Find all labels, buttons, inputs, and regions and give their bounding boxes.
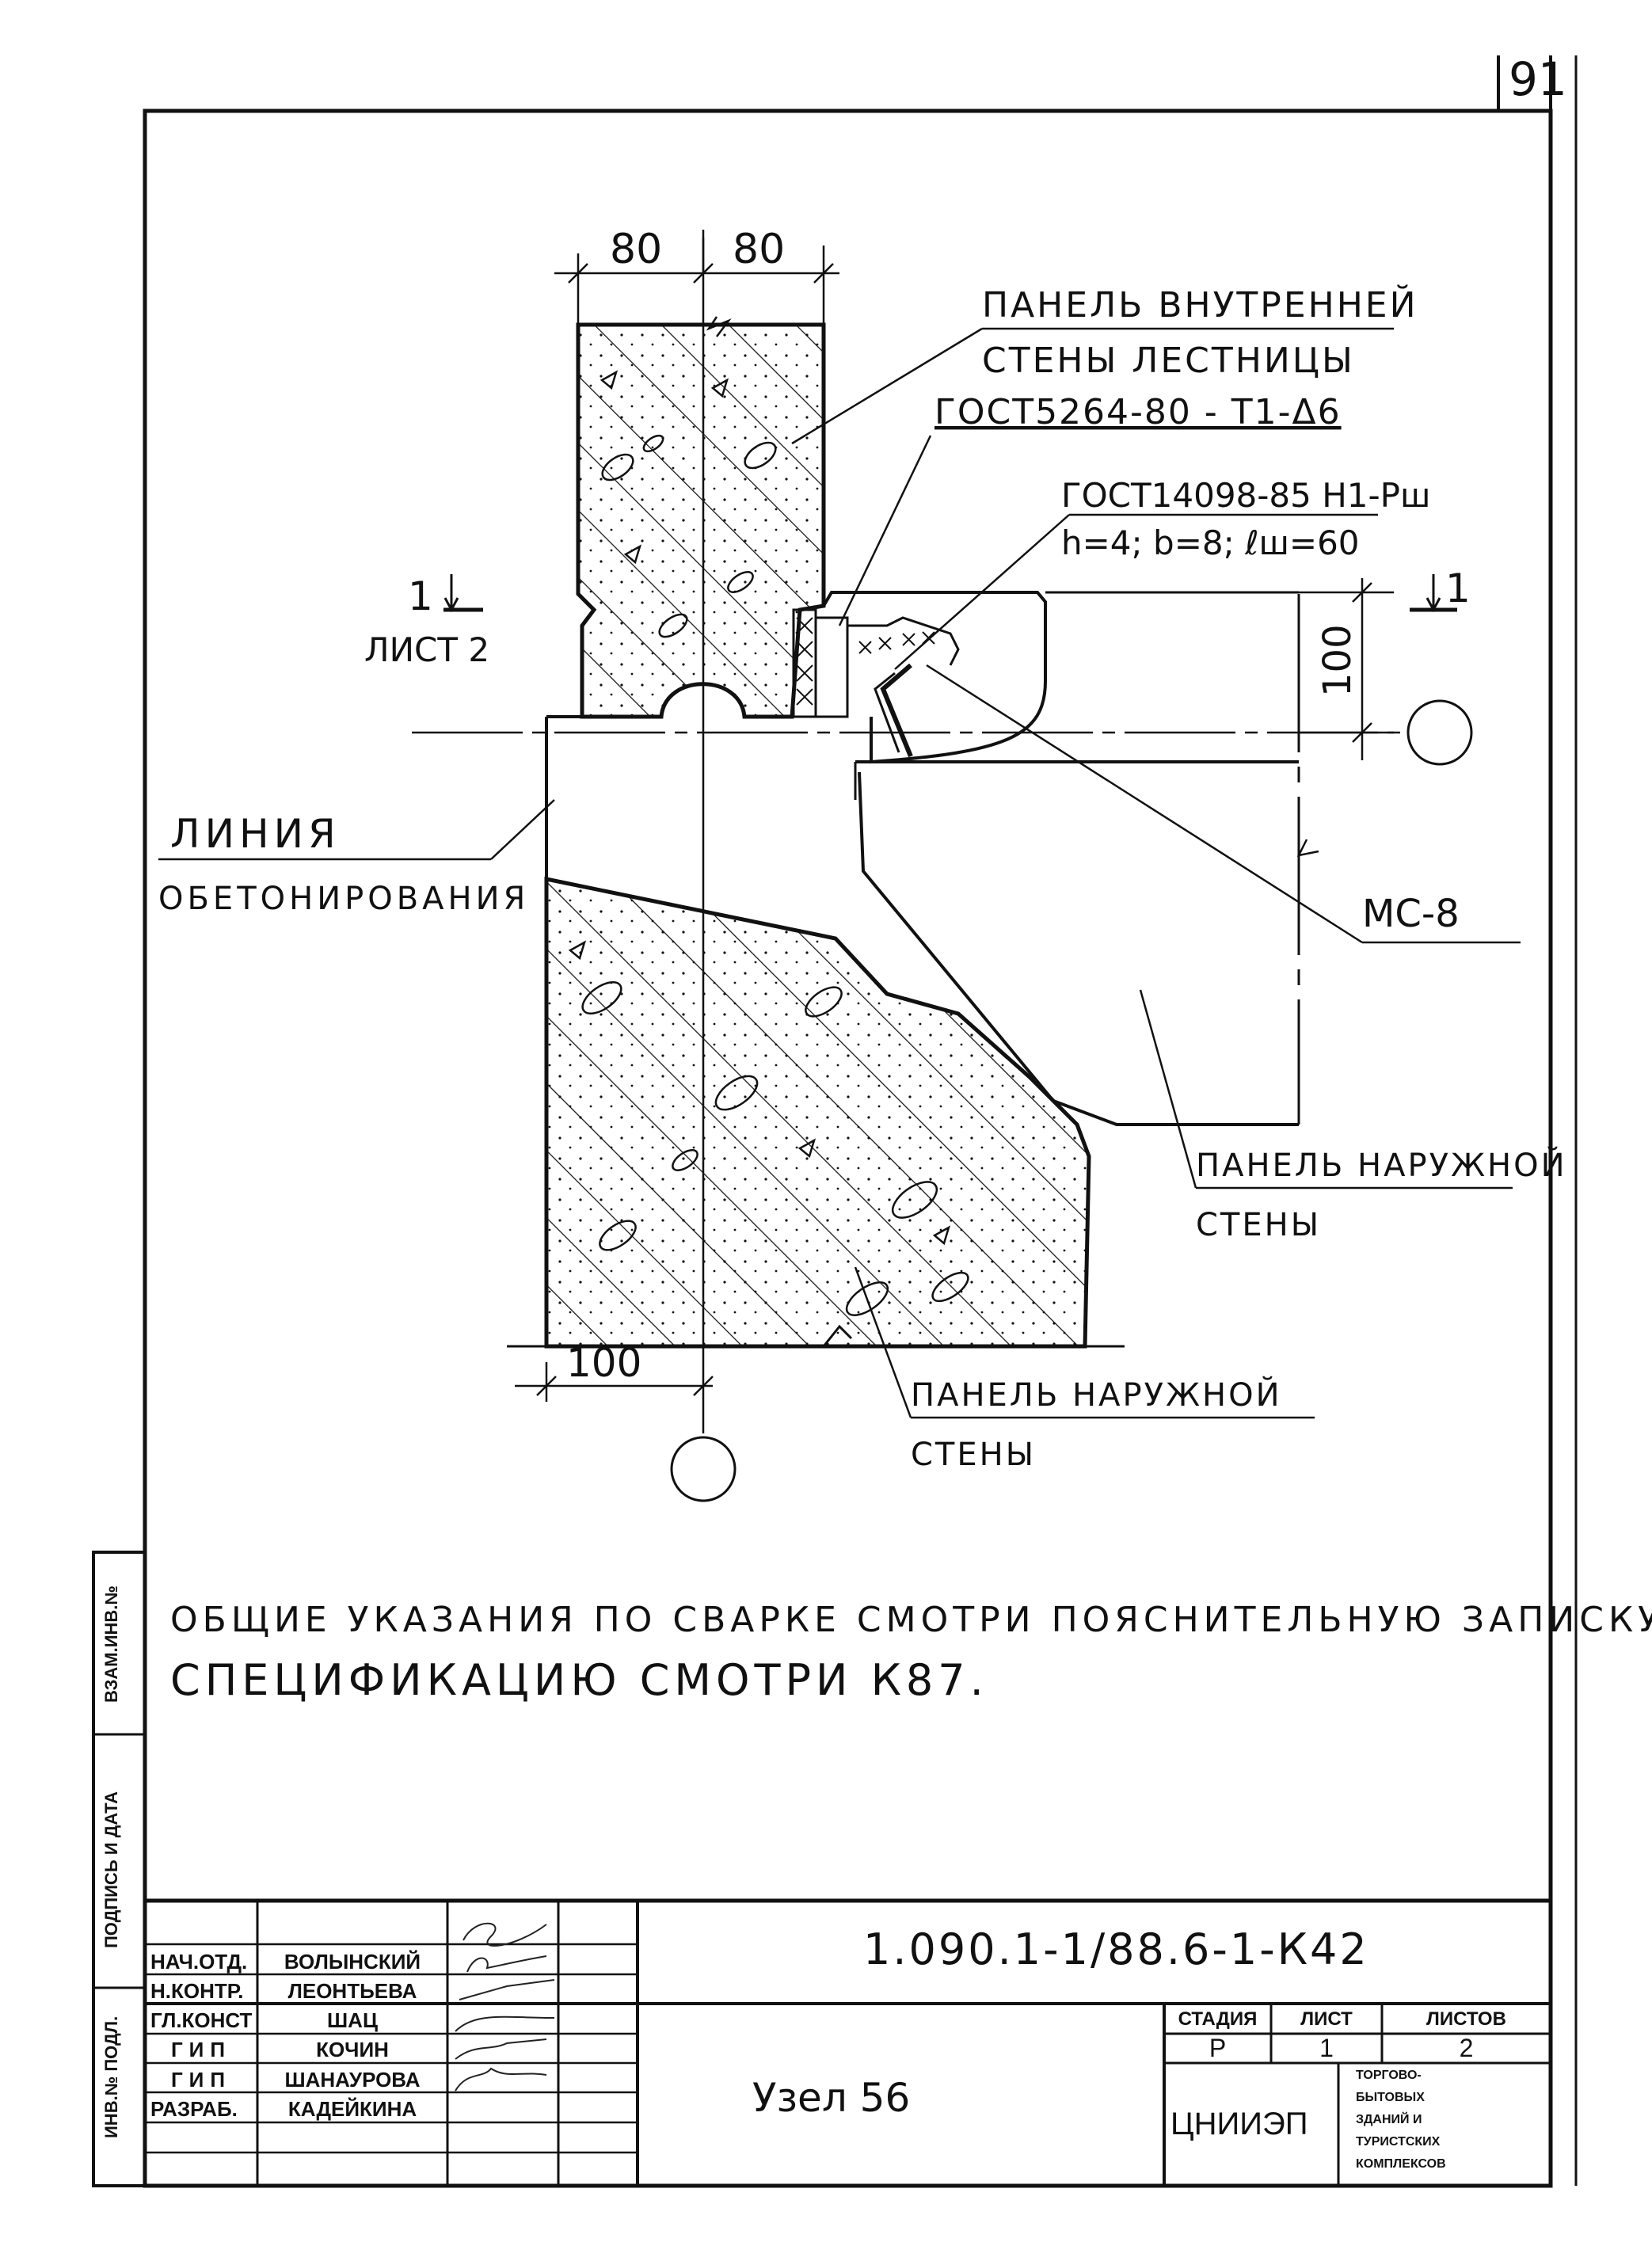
role-0: НАЧ.ОТД. xyxy=(150,1950,248,1974)
section-left-sheet: ЛИСТ 2 xyxy=(364,630,489,669)
dim-100-right: 100 xyxy=(1315,624,1360,697)
dim-80-right: 80 xyxy=(733,226,785,273)
organization-desc-4: ТУРИСТСКИХ xyxy=(1356,2135,1441,2149)
organization-desc-3: ЗДАНИЙ И xyxy=(1356,2113,1422,2126)
concrete-line-label-2: ОБЕТОНИРОВАНИЯ xyxy=(158,881,529,917)
name-0: ВОЛЫНСКИЙ xyxy=(284,1950,421,1974)
weld-spec-1: ГОСТ14098-85 Н1-Рш xyxy=(1061,476,1430,515)
organization-desc-1: ТОРГОВО- xyxy=(1356,2069,1422,2082)
section-right-number: 1 xyxy=(1445,565,1471,611)
value-sheets: 2 xyxy=(1459,2034,1474,2062)
inner-wall-panel xyxy=(576,322,826,719)
organization-name: ЦНИИЭП xyxy=(1170,2107,1308,2141)
document-code: 1.090.1-1/88.6-1-К42 xyxy=(863,1924,1369,1974)
header-stage: СТАДИЯ xyxy=(1178,2008,1258,2030)
value-sheet: 1 xyxy=(1319,2034,1334,2062)
concrete-edge xyxy=(507,715,1125,1348)
section-left-number: 1 xyxy=(408,573,433,619)
dim-80-left: 80 xyxy=(610,226,662,273)
drawing-title: Узел 56 xyxy=(752,2075,911,2121)
side-stamp-podpis: ПОДПИСЬ И ДАТА xyxy=(101,1791,121,1948)
concrete-line-label-1: ЛИНИЯ xyxy=(170,811,341,857)
name-4: ШАНАУРОВА xyxy=(284,2068,421,2092)
outer-panel-a-label-1: ПАНЕЛЬ НАРУЖНОЙ xyxy=(1196,1146,1567,1184)
role-1: Н.КОНТР. xyxy=(150,1979,244,2003)
signatures xyxy=(455,1922,555,2092)
inner-panel-label-3: ГОСТ5264-80 - Т1-Δ6 xyxy=(934,392,1342,432)
organization-desc-2: БЫТОВЫХ xyxy=(1356,2091,1425,2104)
inner-panel-label-2: СТЕНЫ ЛЕСТНИЦЫ xyxy=(982,341,1355,381)
header-sheet: ЛИСТ xyxy=(1300,2008,1353,2030)
title-block-grid xyxy=(145,1898,1551,2186)
outer-panel-a-label-2: СТЕНЫ xyxy=(1196,1207,1321,1243)
name-2: ШАЦ xyxy=(327,2008,378,2032)
header-sheets: ЛИСТОВ xyxy=(1426,2008,1506,2030)
value-stage: Р xyxy=(1209,2034,1227,2062)
mc8-label: МС-8 xyxy=(1362,892,1460,936)
outer-panel-b-label-1: ПАНЕЛЬ НАРУЖНОЙ xyxy=(911,1376,1282,1414)
dim-100-bottom: 100 xyxy=(566,1340,641,1386)
outer-panel-b-label-2: СТЕНЫ xyxy=(911,1437,1036,1473)
concrete-base-block xyxy=(544,876,1091,1349)
axis-marker-bottom xyxy=(670,1436,737,1502)
name-3: КОЧИН xyxy=(316,2038,389,2061)
note-welding: ОБЩИЕ УКАЗАНИЯ ПО СВАРКЕ СМОТРИ ПОЯСНИТЕ… xyxy=(170,1600,1652,1640)
dimension-lines xyxy=(515,230,1394,1402)
axis-marker-right xyxy=(1406,699,1473,766)
role-3: ГИП xyxy=(170,2038,232,2061)
inner-panel-label-1: ПАНЕЛЬ ВНУТРЕННЕЙ xyxy=(982,284,1418,325)
name-5: КАДЕЙКИНА xyxy=(287,2097,417,2121)
note-specification: СПЕЦИФИКАЦИЮ СМОТРИ К87. xyxy=(170,1655,988,1705)
section-markers xyxy=(443,574,1457,613)
sheet-frame xyxy=(92,55,1578,2188)
leader-lines xyxy=(158,327,1521,1419)
role-4: ГИП xyxy=(170,2068,232,2092)
drawing-labels: 91 80 80 100 100 ПАНЕЛЬ ВНУТРЕННЕЙ СТЕНЫ… xyxy=(158,52,1567,1473)
weld-spec-2: h=4; b=8; ℓш=60 xyxy=(1061,523,1360,562)
role-5: РАЗРАБ. xyxy=(150,2097,238,2121)
side-stamp-vzam: ВЗАМ.ИНВ.№ xyxy=(101,1585,121,1703)
side-stamp-inv: ИНВ.№ ПОДЛ. xyxy=(101,2015,121,2138)
name-1: ЛЕОНТЬЕВА xyxy=(287,1979,417,2003)
embedded-plate-mc8 xyxy=(814,616,960,758)
role-2: ГЛ.КОНСТ xyxy=(150,2008,253,2032)
sheet-number: 91 xyxy=(1509,52,1567,106)
organization-desc-5: КОМПЛЕКСОВ xyxy=(1356,2157,1446,2171)
